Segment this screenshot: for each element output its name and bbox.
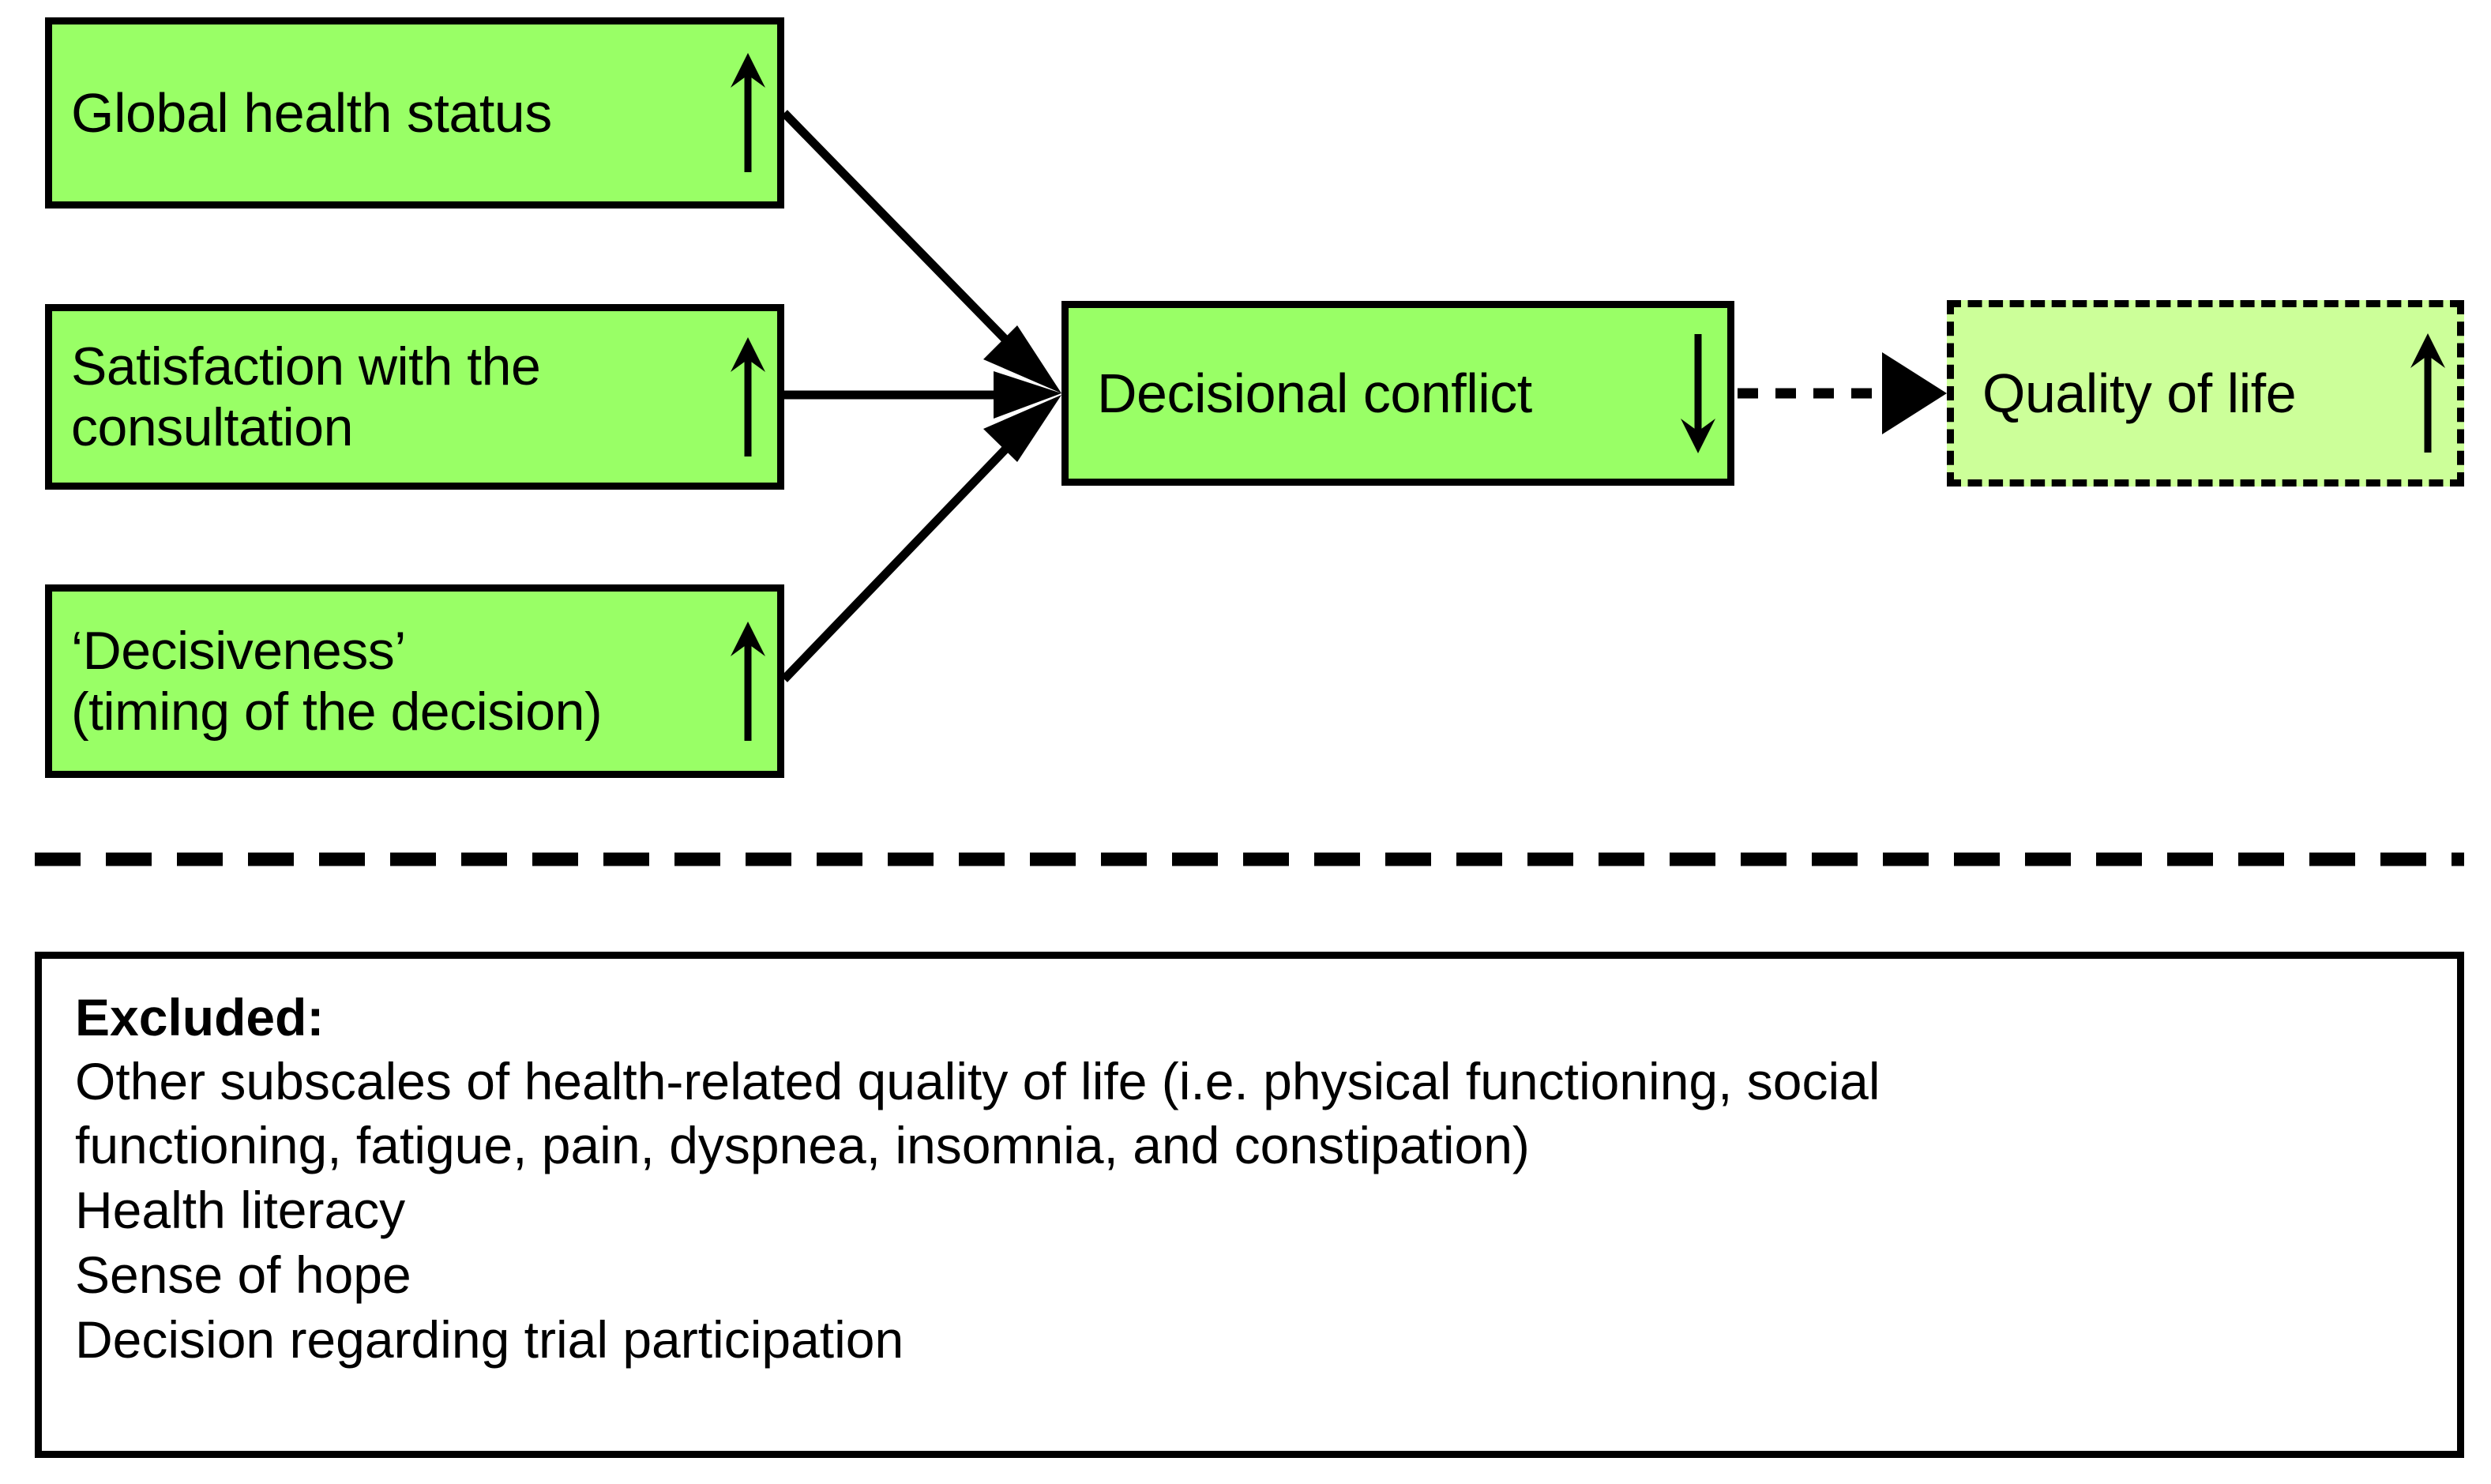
node-decisional-conflict[interactable]: Decisional conflict <box>1061 301 1734 486</box>
excluded-item: Sense of hope <box>75 1245 411 1304</box>
up-arrow-icon <box>719 334 777 460</box>
up-arrow-icon <box>2399 330 2457 456</box>
edge-decisional-conflict-to-quality-of-life <box>1738 352 1947 434</box>
edge-satisfaction-to-decisional-conflict <box>784 371 1061 419</box>
up-arrow-icon <box>719 50 777 176</box>
excluded-item: Decision regarding trial participation <box>75 1309 904 1369</box>
node-label-satisfaction-with-consultation: Satisfaction with the consultation <box>71 336 541 457</box>
excluded-title: Excluded: <box>75 988 325 1046</box>
down-arrow-icon <box>1669 330 1727 456</box>
node-satisfaction-with-consultation[interactable]: Satisfaction with the consultation <box>45 304 784 490</box>
node-global-health-status[interactable]: Global health status <box>45 17 784 209</box>
edge-global-health-to-decisional-conflict <box>781 110 1061 393</box>
excluded-panel: Excluded: Other subscales of health-rela… <box>35 952 2464 1458</box>
node-label-global-health-status: Global health status <box>71 81 552 144</box>
edge-decisiveness-to-decisional-conflict <box>781 395 1061 682</box>
excluded-item: Other subscales of health-related qualit… <box>75 1051 1880 1175</box>
node-quality-of-life[interactable]: Quality of life <box>1947 300 2464 487</box>
up-arrow-icon <box>719 618 777 745</box>
excluded-item: Health literacy <box>75 1181 406 1240</box>
node-label-decisiveness: ‘Decisiveness’ (timing of the decision) <box>71 621 603 742</box>
node-label-quality-of-life: Quality of life <box>1982 362 2297 424</box>
node-label-decisional-conflict: Decisional conflict <box>1097 362 1532 424</box>
node-decisiveness[interactable]: ‘Decisiveness’ (timing of the decision) <box>45 584 784 778</box>
